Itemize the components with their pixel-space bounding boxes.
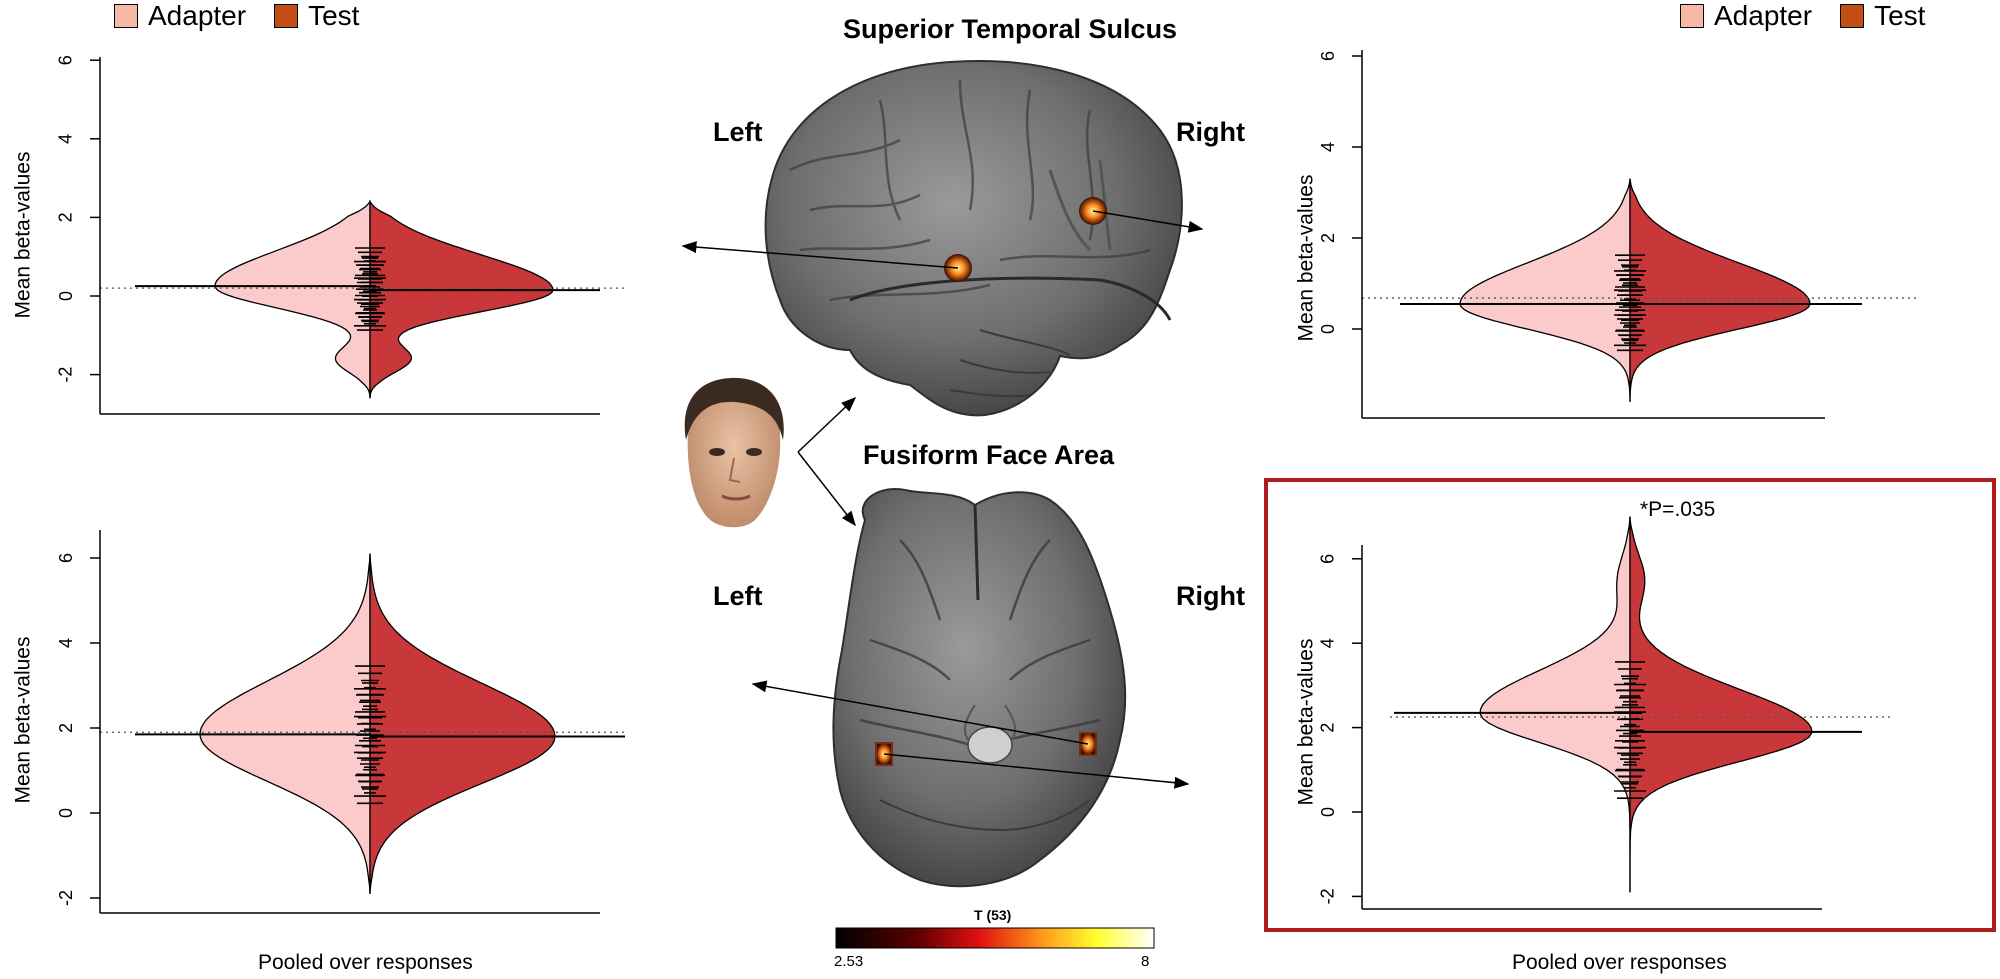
significance-annotation: *P=.035 xyxy=(1640,498,1716,521)
y-tick-label: 0 xyxy=(56,808,76,818)
y-tick-label: 4 xyxy=(1318,638,1338,648)
x-axis-label-right: Pooled over responses xyxy=(1512,951,1727,974)
ffa-right-label: Right xyxy=(1176,581,1245,611)
ffa-right-arrow xyxy=(883,753,1190,789)
sts-brain-image xyxy=(764,60,1183,417)
sts-left-arrow xyxy=(681,241,959,269)
y-tick-label: 4 xyxy=(56,134,76,144)
significance-highlight-box xyxy=(1264,478,1996,932)
legend-adapter-label: Adapter xyxy=(148,0,247,31)
adapter-half-violin xyxy=(199,553,371,894)
y-tick-label: 6 xyxy=(1318,51,1338,61)
colorbar-title: T (53) xyxy=(974,907,1012,923)
legend-adapter-swatch xyxy=(1680,4,1704,28)
y-tick-label: 0 xyxy=(1318,807,1338,817)
t-colorbar xyxy=(835,927,1155,949)
ffa-left-label: Left xyxy=(713,581,763,611)
x-axis-label-left: Pooled over responses xyxy=(258,951,473,974)
legend-test-swatch xyxy=(274,4,299,28)
test-half-violin xyxy=(369,553,556,894)
ffa-brain-image xyxy=(832,488,1127,888)
legend-test-label: Test xyxy=(308,0,360,31)
sts-left-label: Left xyxy=(713,117,763,147)
y-axis-label: Mean beta-values xyxy=(1294,639,1317,806)
y-tick-label: 6 xyxy=(56,55,76,65)
y-tick-label: 2 xyxy=(56,723,76,733)
sts-region-title: Superior Temporal Sulcus xyxy=(843,14,1178,44)
adapter-half-violin xyxy=(214,199,371,399)
legend-adapter-label: Adapter xyxy=(1714,0,1813,31)
y-tick-label: 0 xyxy=(56,291,76,301)
test-half-violin xyxy=(1629,516,1813,893)
legend-test-swatch xyxy=(1840,4,1865,28)
face-to-ffa-arrow xyxy=(797,451,856,527)
colorbar-min-label: 2.53 xyxy=(834,953,864,970)
y-tick-label: 4 xyxy=(56,638,76,648)
y-tick-label: 2 xyxy=(1318,723,1338,733)
sts-right-label: Right xyxy=(1176,117,1245,147)
face-stimulus-image xyxy=(684,377,784,528)
adapter-half-violin xyxy=(1459,178,1631,402)
y-axis-label: Mean beta-values xyxy=(11,637,34,804)
ffa-region-title: Fusiform Face Area xyxy=(863,440,1115,470)
legend-right: Adapter Test xyxy=(1680,0,1953,32)
adapter-half-violin xyxy=(1479,516,1631,893)
y-tick-label: -2 xyxy=(56,890,76,906)
ffa-left-arrow xyxy=(751,680,1089,745)
y-tick-label: -2 xyxy=(56,367,76,383)
y-tick-label: 4 xyxy=(1318,142,1338,152)
legend-adapter-swatch xyxy=(114,4,138,28)
test-half-violin xyxy=(1629,178,1811,402)
legend-test-label: Test xyxy=(1874,0,1926,31)
y-tick-label: 0 xyxy=(1318,324,1338,334)
colorbar-max-label: 8 xyxy=(1141,953,1150,970)
y-axis-label: Mean beta-values xyxy=(11,152,34,319)
test-half-violin xyxy=(369,199,554,399)
y-axis-label: Mean beta-values xyxy=(1294,175,1317,342)
y-tick-label: 6 xyxy=(56,553,76,563)
y-tick-label: 2 xyxy=(56,212,76,222)
y-tick-label: -2 xyxy=(1318,888,1338,904)
sts-right-arrow xyxy=(1092,210,1204,233)
face-to-sts-arrow xyxy=(797,396,857,453)
legend-left: Adapter Test xyxy=(114,0,387,32)
y-tick-label: 2 xyxy=(1318,233,1338,243)
y-tick-label: 6 xyxy=(1318,554,1338,564)
